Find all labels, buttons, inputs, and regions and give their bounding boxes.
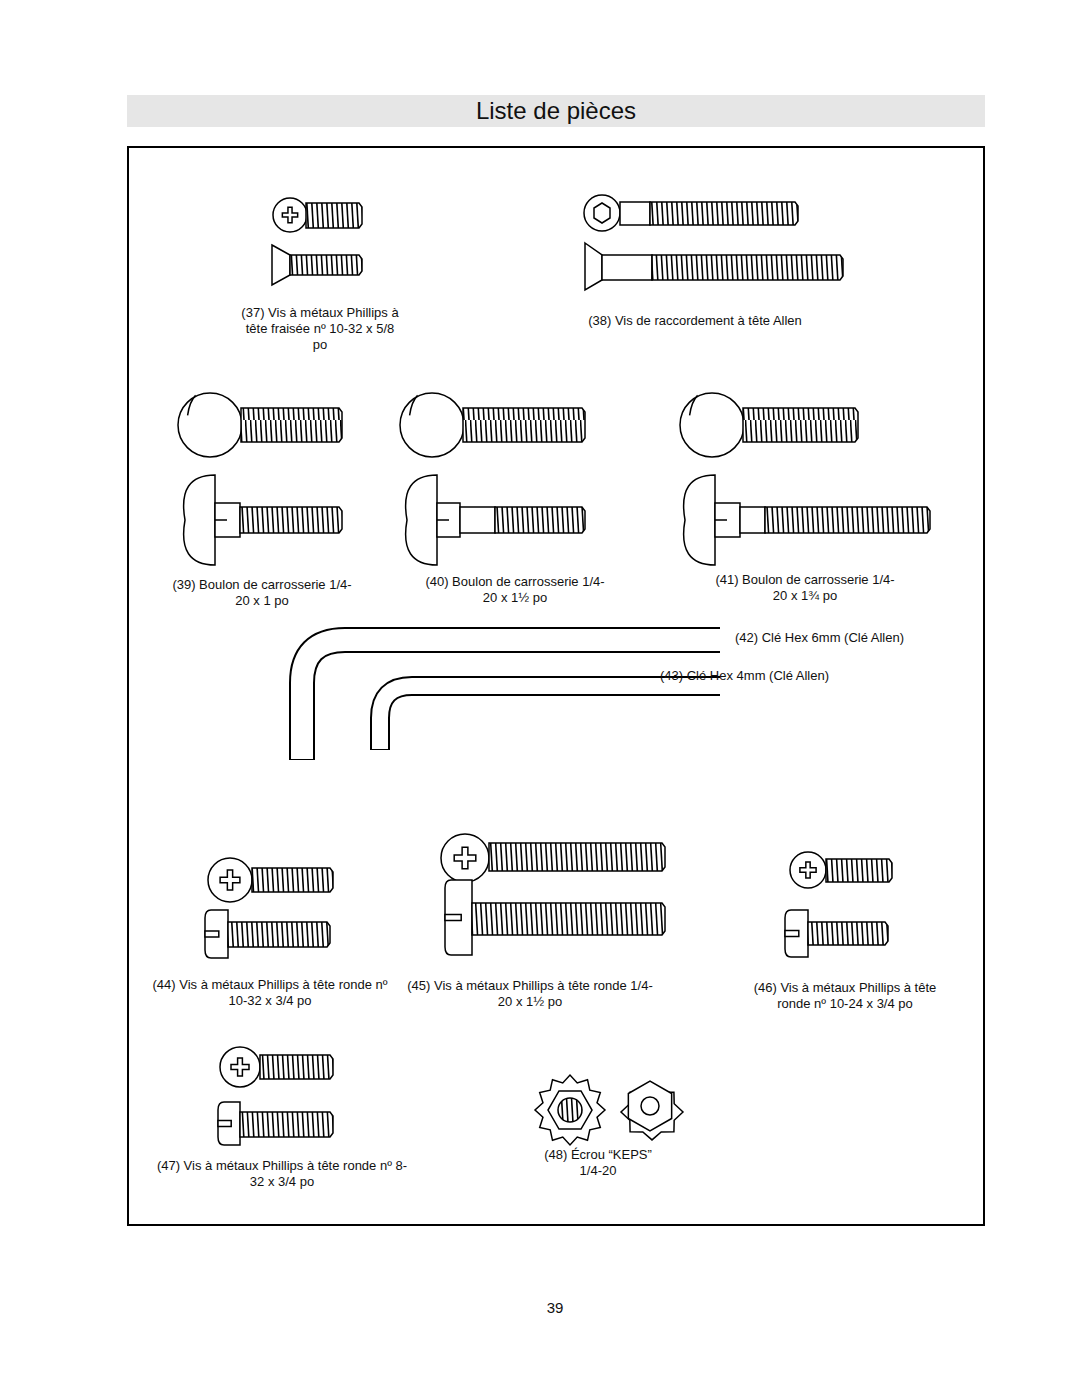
flat-head: [585, 243, 602, 290]
screw-thread: [252, 868, 333, 892]
screw-thread: [241, 408, 342, 442]
part-label: (46) Vis à métaux Phillips à tête ronde …: [743, 980, 948, 1012]
part-label: (44) Vis à métaux Phillips à tête ronde …: [145, 977, 395, 1009]
slot: [785, 931, 799, 937]
screw-head: [273, 198, 307, 232]
phillips-recess: [800, 862, 816, 878]
screw-thread: [808, 922, 888, 945]
screw-thread: [228, 922, 330, 947]
bolt-dome: [406, 475, 437, 565]
screw-thread: [306, 203, 362, 228]
bolt-head: [178, 393, 242, 457]
parts-frame: [128, 147, 984, 1225]
screw-head-side: [445, 880, 472, 955]
hex-key-6mm: [302, 640, 721, 759]
hex-key-4mm: [380, 686, 720, 750]
screw-shank: [602, 255, 652, 280]
part-label: (42) Clé Hex 6mm (Clé Allen): [735, 630, 955, 646]
screw-head: [208, 858, 252, 902]
slot: [445, 915, 461, 921]
screw-thread: [765, 507, 930, 533]
phillips-recess: [220, 870, 240, 890]
hex-key-4mm: [380, 686, 721, 749]
square-neck: [437, 503, 460, 537]
part-label: (47) Vis à métaux Phillips à tête ronde …: [155, 1158, 410, 1190]
part-label: (41) Boulon de carrosserie 1/4-20 x 1¾ p…: [715, 572, 895, 604]
bolt-dome: [184, 475, 215, 565]
screw-head-side: [205, 910, 228, 958]
tooth-washer: [535, 1075, 605, 1145]
square-neck: [215, 503, 240, 537]
title-band: [127, 95, 985, 127]
highlight: [188, 395, 196, 415]
phillips-recess: [231, 1058, 249, 1076]
part-label: (40) Boulon de carrosserie 1/4-20 x 1½ p…: [425, 574, 605, 606]
screw-shank: [740, 507, 765, 533]
part-label: (39) Boulon de carrosserie 1/4-20 x 1 po: [172, 577, 352, 609]
screw-thread: [240, 1112, 333, 1137]
part-label: (38) Vis de raccordement à tête Allen: [550, 313, 840, 329]
slot: [205, 931, 219, 937]
screw-thread: [650, 202, 798, 225]
screw-head-side: [218, 1102, 240, 1145]
screw-thread: [260, 1055, 333, 1079]
screw-head: [441, 834, 489, 882]
screw-head: [584, 195, 620, 231]
screw-thread: [472, 903, 665, 935]
nut-bore: [641, 1097, 659, 1115]
screw-thread: [290, 255, 362, 275]
countersunk-head: [272, 245, 290, 285]
hex-socket: [594, 203, 610, 223]
part-label: (48) Écrou “KEPS” 1/4-20: [538, 1147, 658, 1179]
phillips-recess: [454, 847, 476, 869]
phillips-recess: [282, 207, 297, 222]
hex-key-6mm: [302, 640, 720, 760]
screw-thread: [652, 255, 843, 280]
screw-shank: [460, 507, 495, 533]
nut-bore: [558, 1098, 582, 1122]
page-title: Liste de pièces: [127, 95, 985, 127]
highlight: [690, 395, 698, 415]
screw-head: [220, 1047, 260, 1087]
bolt-dome: [684, 475, 715, 565]
screw-shank: [620, 202, 650, 225]
screw-thread: [463, 408, 585, 442]
screw-thread: [826, 859, 892, 882]
screw-head: [790, 852, 826, 888]
square-neck: [715, 503, 740, 537]
highlight: [410, 395, 418, 415]
screw-thread: [743, 408, 858, 442]
part-label: (45) Vis à métaux Phillips à tête ronde …: [403, 978, 658, 1010]
hex-nut-side: [628, 1081, 671, 1131]
screw-thread: [489, 843, 665, 871]
bolt-head: [680, 393, 744, 457]
hex-nut: [548, 1091, 592, 1129]
part-label: (43) Clé Hex 4mm (Clé Allen): [660, 668, 880, 684]
screw-head-side: [785, 910, 808, 957]
bolt-head: [400, 393, 464, 457]
part-label: (37) Vis à métaux Phillips à tête fraisé…: [240, 305, 400, 353]
screw-thread: [495, 507, 585, 533]
slot: [218, 1121, 231, 1127]
screw-thread: [240, 507, 342, 533]
page-number: 39: [525, 1300, 585, 1316]
